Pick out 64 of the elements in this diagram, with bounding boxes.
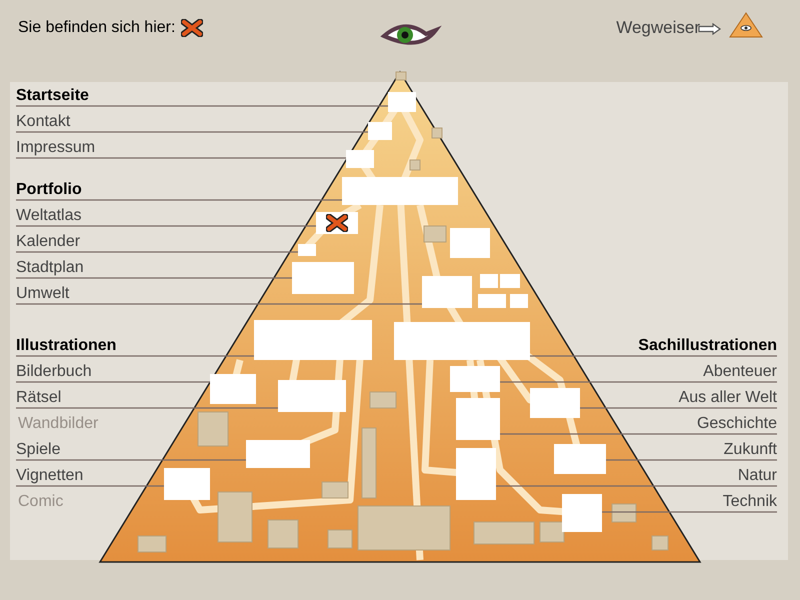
section-heading: Portfolio (16, 180, 82, 200)
leader-line (16, 459, 246, 461)
menu-link: Abenteuer (703, 362, 777, 382)
page-tile (346, 150, 374, 168)
menu-link: Comic (18, 492, 64, 512)
menu-link: Kontakt (16, 112, 70, 132)
page-tile (342, 177, 458, 205)
page-tile (316, 212, 358, 234)
menu-link: Vignetten (16, 466, 84, 486)
menu-link: Wandbilder (18, 414, 98, 434)
leader-line (16, 131, 368, 133)
page-tile (292, 262, 354, 294)
leader-line (580, 407, 777, 409)
page-tile (450, 366, 500, 392)
menu-link: Aus aller Welt (678, 388, 777, 408)
leader-line (16, 355, 254, 357)
page-tile (246, 440, 310, 468)
leader-line (602, 511, 777, 513)
page-tile (394, 322, 530, 360)
page-tile (388, 92, 416, 112)
menu-link: Kalender (16, 232, 80, 252)
page-tile (456, 448, 496, 500)
page-tile (554, 444, 606, 474)
menu-link: Geschichte (696, 414, 777, 434)
page-tile (530, 388, 580, 418)
leader-line (606, 459, 777, 461)
leader-line (16, 381, 210, 383)
menu-link: Zukunft (724, 440, 777, 460)
menu-link: Stadtplan (16, 258, 84, 278)
leader-line (16, 485, 164, 487)
page-tile (562, 494, 602, 532)
menu-link: Weltatlas (16, 206, 82, 226)
menu-link: Technik (722, 492, 777, 512)
leader-line (16, 303, 422, 305)
leader-line (500, 381, 777, 383)
menu-link: Natur (738, 466, 777, 486)
page-tile (278, 380, 346, 412)
menu-link: Umwelt (16, 284, 70, 304)
section-heading: Illustrationen (16, 336, 116, 356)
leader-line (500, 433, 777, 435)
menu-link: Impressum (16, 138, 96, 158)
menu-link: Spiele (16, 440, 60, 460)
menu-link: Rätsel (16, 388, 62, 408)
legend-text: Sie befinden sich hier: (18, 18, 176, 38)
page-tile (368, 122, 392, 140)
page-tile (298, 244, 316, 256)
leader-line (530, 355, 777, 357)
page-tile (456, 398, 500, 440)
menu-link: Bilderbuch (16, 362, 92, 382)
leader-line (16, 199, 342, 201)
navigation-link: Wegweiser (616, 18, 700, 38)
leader-line (16, 407, 278, 409)
page-tile (422, 276, 472, 308)
section-heading: Sachillustrationen (638, 336, 777, 356)
page-tile (254, 320, 372, 360)
leader-line (16, 277, 292, 279)
leader-line (16, 251, 298, 253)
section-heading: Startseite (16, 86, 89, 106)
leader-line (16, 157, 346, 159)
page-tile (210, 374, 256, 404)
leader-line (16, 225, 316, 227)
leader-line (16, 105, 388, 107)
leader-line (496, 485, 777, 487)
page-tile (164, 468, 210, 500)
